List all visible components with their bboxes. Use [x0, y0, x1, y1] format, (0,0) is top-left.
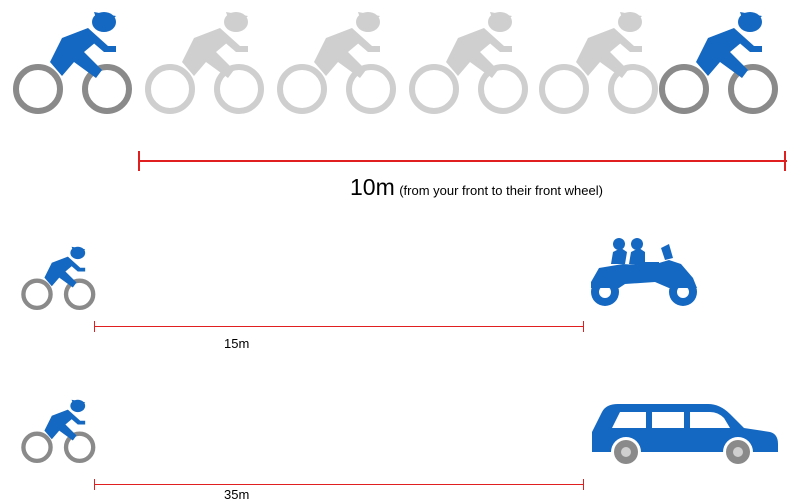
cyclist-icon [650, 6, 786, 116]
cyclist-ghost-icon [530, 6, 666, 116]
cyclist-icon [16, 243, 100, 311]
motorbike-icon [585, 238, 703, 310]
group-distance-note: (from your front to their front wheel) [399, 183, 603, 198]
cyclist-ghost-icon [136, 6, 272, 116]
cyclist-icon [16, 396, 100, 464]
group-distance-label: 10m (from your front to their front whee… [350, 174, 603, 201]
cyclist-ghost-icon [400, 6, 536, 116]
cyclist-ghost-icon [268, 6, 404, 116]
car-icon [588, 400, 782, 470]
car-distance-label: 35m [224, 487, 249, 502]
motorbike-distance-label: 15m [224, 336, 249, 351]
group-distance-value: 10m [350, 174, 395, 200]
cyclist-icon [4, 6, 140, 116]
